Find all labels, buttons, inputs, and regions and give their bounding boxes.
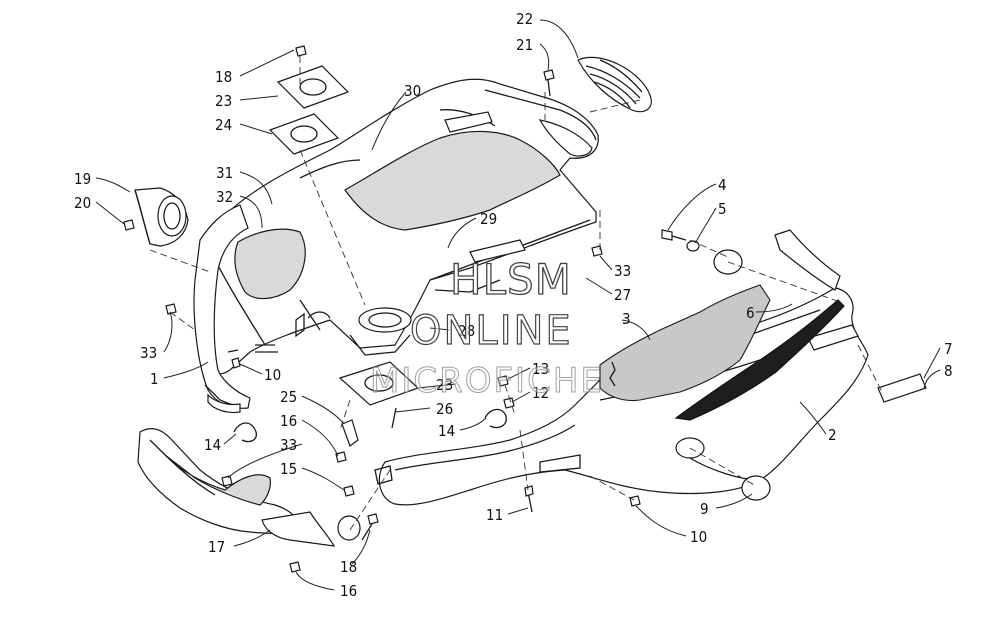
callout-23-top: 23 xyxy=(215,92,232,110)
callout-20: 20 xyxy=(74,194,91,212)
part-5-washer xyxy=(686,240,743,275)
part-10-screw-right xyxy=(629,495,641,507)
callout-18-low: 18 xyxy=(340,558,357,576)
callout-17: 17 xyxy=(208,538,225,556)
callout-33-left: 33 xyxy=(140,344,157,362)
callout-labels: 22 21 18 23 24 30 19 20 31 32 29 4 5 33 … xyxy=(74,10,953,600)
part-6-side-decal xyxy=(674,299,845,421)
part-9-plug xyxy=(741,475,771,501)
callout-14-mid: 14 xyxy=(438,422,455,440)
part-18-grommet-low xyxy=(337,515,361,541)
callout-32: 32 xyxy=(216,188,233,206)
part-11-screw xyxy=(524,485,534,513)
part-16-screw-mid xyxy=(335,451,347,463)
part-22-vent-grille xyxy=(577,56,652,113)
watermark-line-2: ONLINE xyxy=(410,308,573,354)
watermark: HLSM ONLINE MICROFICHE xyxy=(370,254,604,401)
callout-30: 30 xyxy=(404,82,421,100)
callout-9: 9 xyxy=(700,500,709,518)
callout-5: 5 xyxy=(718,200,727,218)
part-15-clip xyxy=(343,485,355,497)
callout-27: 27 xyxy=(614,286,631,304)
callout-24: 24 xyxy=(215,116,232,134)
callout-33-right: 33 xyxy=(614,262,631,280)
part-17-front-nose xyxy=(137,428,336,547)
callout-29: 29 xyxy=(480,210,497,228)
watermark-line-3: MICROFICHE xyxy=(370,361,604,401)
callout-33-low: 33 xyxy=(280,436,297,454)
callout-12: 12 xyxy=(532,384,549,402)
part-14-clamp-mid xyxy=(484,408,507,429)
callout-13: 13 xyxy=(532,360,549,378)
callout-26: 26 xyxy=(436,400,453,418)
callout-25: 25 xyxy=(280,388,297,406)
callout-7: 7 xyxy=(944,340,953,358)
callout-23-mid: 23 xyxy=(436,376,453,394)
callout-10-right: 10 xyxy=(690,528,707,546)
part-4-screw xyxy=(661,229,687,241)
callout-11: 11 xyxy=(486,506,503,524)
small-fasteners xyxy=(123,45,603,487)
part-25-bracket xyxy=(341,419,359,447)
callout-18-top: 18 xyxy=(215,68,232,86)
callout-22-top: 22 xyxy=(516,10,533,28)
part-24-gasket xyxy=(268,113,340,155)
callout-leaders xyxy=(95,19,941,591)
part-14-clamp-left xyxy=(233,422,257,443)
callout-6: 6 xyxy=(746,304,755,322)
part-19-nozzle xyxy=(134,187,189,247)
callout-16-mid: 16 xyxy=(280,412,297,430)
callout-3: 3 xyxy=(622,310,631,328)
rear-bracket xyxy=(774,229,841,291)
watermark-line-1: HLSM xyxy=(450,255,572,304)
callout-19: 19 xyxy=(74,170,91,188)
part-23-plate-top xyxy=(276,65,350,109)
part-3-insulation xyxy=(599,284,771,402)
callout-4: 4 xyxy=(718,176,727,194)
callout-8: 8 xyxy=(944,362,953,380)
part-7-plate xyxy=(877,373,927,403)
callout-1: 1 xyxy=(150,370,159,388)
callout-10-left: 10 xyxy=(264,366,281,384)
callout-14-left: 14 xyxy=(204,436,221,454)
callout-2: 2 xyxy=(828,426,837,444)
callout-31: 31 xyxy=(216,164,233,182)
callout-16-low: 16 xyxy=(340,582,357,600)
part-16-screw-low xyxy=(289,513,379,573)
assembly-lines xyxy=(149,56,883,531)
part-1-left-side-panel xyxy=(193,204,278,414)
callout-15: 15 xyxy=(280,460,297,478)
callout-21: 21 xyxy=(516,36,533,54)
callout-28: 28 xyxy=(458,322,475,340)
